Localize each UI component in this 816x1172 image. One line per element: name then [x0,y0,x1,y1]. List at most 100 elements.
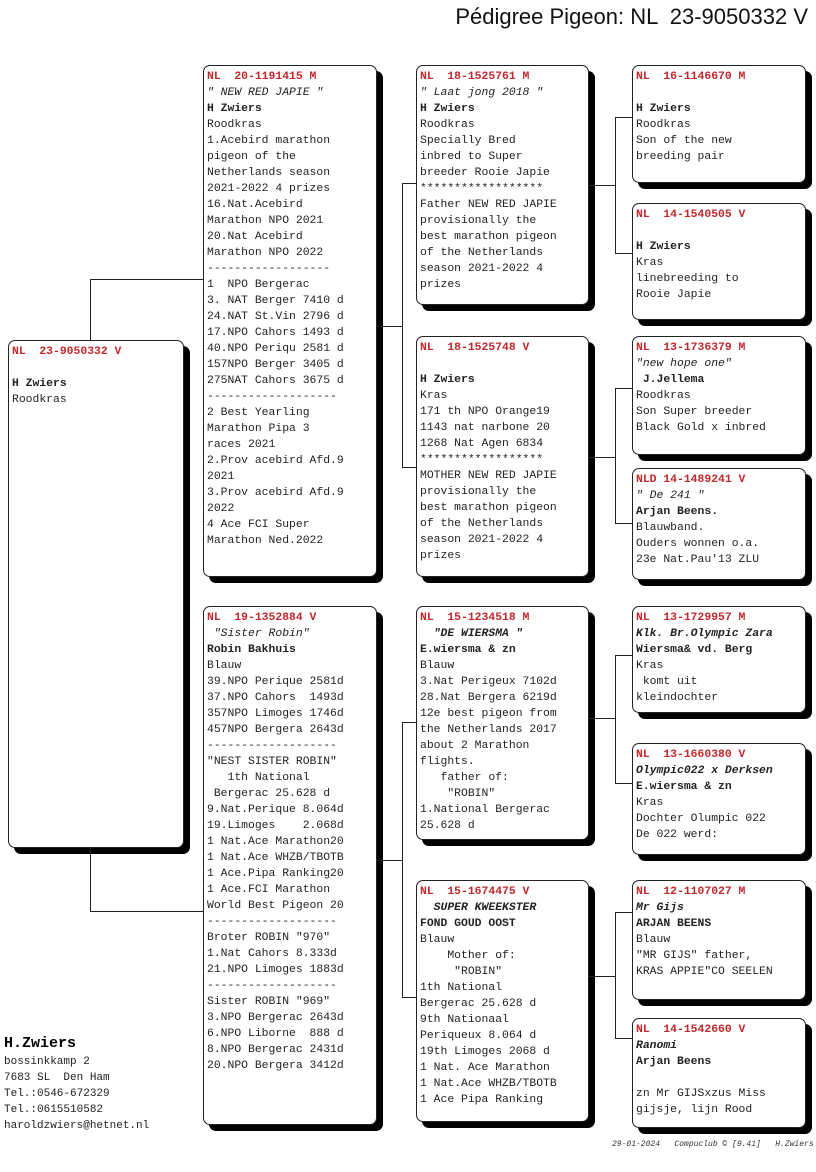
pigeon-card-ds[interactable]: NL 15-1234518 M "DE WIERSMA "E.wiersma &… [416,606,589,840]
card-line: H Zwiers [420,374,475,386]
card-line: 1.Nat Cahors 8.333d [207,948,337,960]
card-line: 457NPO Bergera 2643d [207,724,344,736]
card-line: Sister ROBIN "969" [207,996,331,1008]
connector-line [589,457,615,458]
card-line: Son of the new [636,135,732,147]
pigeon-card-ss[interactable]: NL 18-1525761 M " Laat jong 2018 " H Zwier… [416,65,589,305]
card-line: 21.NPO Limoges 1883d [207,964,344,976]
card-line: World Best Pigeon 20 [207,900,344,912]
connector-line [376,860,402,861]
card-line: Roodkras [12,394,67,406]
card-line: Son Super breeder [636,406,753,418]
card-line: Olympic022 x Derksen [636,765,773,777]
connector-line [402,183,416,184]
card-line: J.Jellema [636,374,705,386]
card-line: Marathon NPO 2021 [207,215,324,227]
connector-line [90,279,203,280]
pigeon-card-dam[interactable]: NL 19-1352884 V "Sister Robin"Robin Bakh… [203,606,377,1125]
card-line: 275NAT Cahors 3675 d [207,375,344,387]
card-line: Bergerac 25.628 d [207,788,331,800]
card-line: 16.Nat.Acebird [207,199,303,211]
card-line: Roodkras [636,390,691,402]
connector-line [615,783,632,784]
connector-line [589,976,615,977]
card-line: 1th National [207,772,310,784]
card-line: 19.Limoges 2.068d [207,820,344,832]
pigeon-card-sire[interactable]: NL 20-1191415 M" NEW RED JAPIE "H Zwiers… [203,65,377,577]
card-line: " Laat jong 2018 " [420,87,544,99]
card-line: FOND GOUD OOST [420,918,516,930]
card-line: father of: [420,772,509,784]
ring-number: NL 15-1234518 M [420,612,530,624]
card-line: 1th National [420,982,503,994]
card-line: 357NPO Limoges 1746d [207,708,344,720]
ring-number: NLD 14-1489241 V [636,474,746,486]
card-line: Roodkras [420,119,475,131]
ring-number: NL 13-1729957 M [636,612,746,624]
card-line: Blauw [207,660,242,672]
card-line: "DE WIERSMA " [420,628,523,640]
ring-number: NL 16-1146670 M [636,71,746,83]
card-line: Ranomi [636,1040,678,1052]
connector-line [402,183,403,467]
card-line: SUPER KWEEKSTER [420,902,537,914]
card-line: Roodkras [636,119,691,131]
card-line: ****************** [420,183,544,195]
card-line: 3.Nat Perigeux 7102d [420,676,557,688]
connector-line [615,655,632,656]
card-line: 40.NPO Periqu 2581 d [207,343,344,355]
card-line: inbred to Super [420,151,523,163]
ring-number: NL 18-1525761 M [420,71,530,83]
card-line: of the Netherlands [420,247,544,259]
card-line: Klk. Br.Olympic Zara [636,628,773,640]
card-line: 37.NPO Cahors 1493d [207,692,344,704]
card-line: Kras [636,660,664,672]
address-line: 7683 SL Den Ham [4,1072,110,1084]
card-line: "NEST SISTER ROBIN" [207,756,337,768]
card-line: Blauw [420,660,455,672]
ring-number: NL 14-1540505 V [636,209,746,221]
connector-line [90,911,203,912]
card-line: 39.NPO Perique 2581d [207,676,344,688]
card-line: 2021 [207,471,235,483]
card-line: Father NEW RED JAPIE [420,199,557,211]
card-line: 1 Nat.Ace Marathon20 [207,836,344,848]
card-line: ------------------- [207,980,337,992]
card-line: races 2021 [207,439,276,451]
card-line: H Zwiers [420,103,475,115]
card-line: 9th Nationaal [420,1014,509,1026]
card-line: gijsje, lijn Rood [636,1104,753,1116]
card-line: 1 Nat. Ace Marathon [420,1062,550,1074]
card-line: Marathon Pipa 3 [207,423,310,435]
card-line: Blauw [420,934,455,946]
card-line: season 2021-2022 4 [420,263,544,275]
card-line: 1 Nat.Ace WHZB/TBOTB [420,1078,557,1090]
ring-number: NL 12-1107027 M [636,886,746,898]
card-line: 12e best pigeon from [420,708,557,720]
card-line: Roodkras [207,119,262,131]
card-line: breeding pair [636,151,725,163]
card-line: Netherlands season [207,167,331,179]
card-line: pigeon of the [207,151,296,163]
connector-line [615,117,616,253]
connector-line [615,912,616,1038]
card-line: E.wiersma & zn [636,781,732,793]
card-line: 1143 nat narbone 20 [420,422,550,434]
card-line: ------------------- [207,391,337,403]
connector-line [615,388,632,389]
card-line: 20.NPO Bergera 3412d [207,1060,344,1072]
pigeon-card-sdd[interactable]: NLD 14-1489241 V" De 241 "Arjan Beens.Bl… [632,468,806,580]
card-line: provisionally the [420,215,537,227]
card-line: 9.Nat.Perique 8.064d [207,804,344,816]
card-line: Mr Gijs [636,902,684,914]
